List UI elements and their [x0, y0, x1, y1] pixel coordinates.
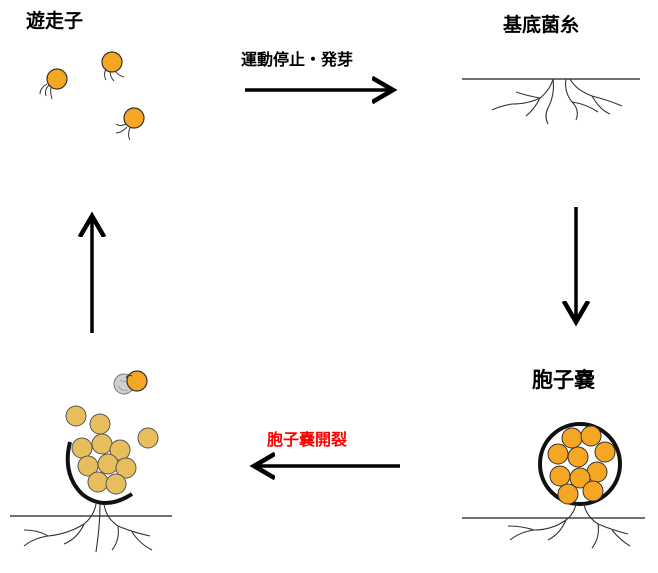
zoospore: [115, 107, 145, 141]
zoospore: [101, 51, 125, 82]
zoospore-group: [39, 51, 145, 141]
sporangium-group: [462, 422, 645, 549]
stage-label-sporangium: 胞子嚢: [532, 368, 595, 392]
released-zoospore: [113, 370, 148, 395]
ruptured-sporangium-group: [10, 370, 172, 553]
rhizoid-group: [462, 78, 640, 125]
zoospore: [39, 68, 68, 100]
stage-label-rhizoid: 基底菌糸: [503, 14, 580, 36]
stage-label-zoospore: 遊走子: [26, 10, 84, 32]
sporangium-wall-open: [65, 441, 134, 505]
transition-label-stop-germinate: 運動停止・発芽: [241, 50, 354, 69]
transition-label-sporangium-rupture: 胞子嚢開裂: [267, 430, 348, 449]
